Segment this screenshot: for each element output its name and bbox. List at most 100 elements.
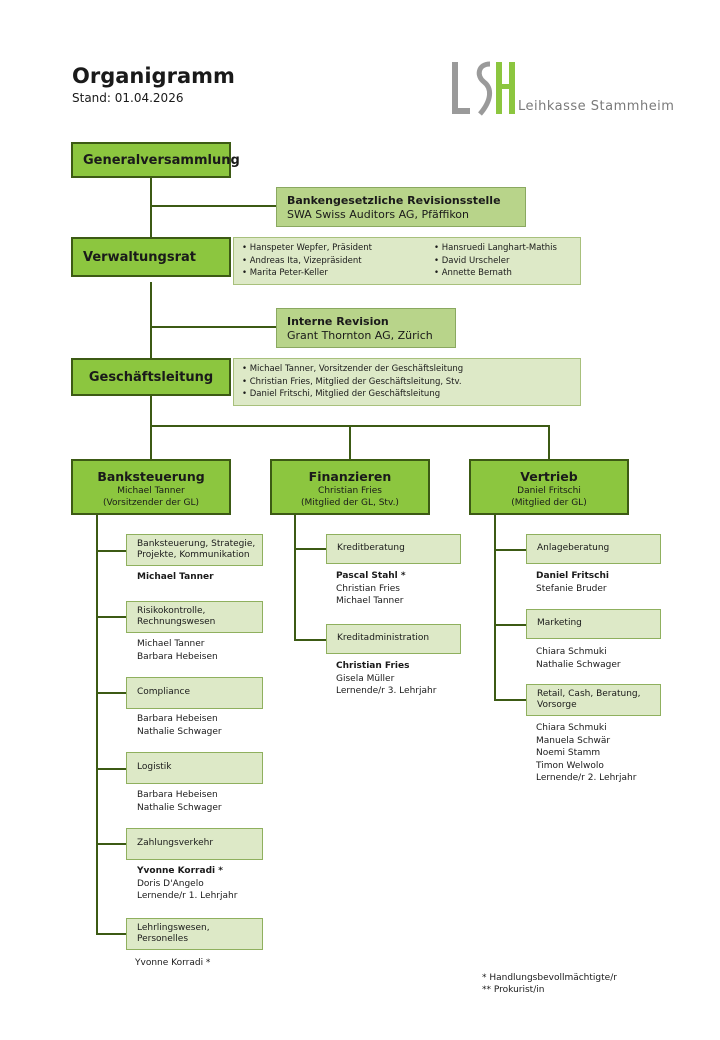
- connector-unit: [294, 548, 326, 550]
- page-title: Organigramm: [72, 64, 235, 88]
- revisionsstelle-title: Bankengesetzliche Revisionsstelle: [287, 194, 501, 207]
- page-date: Stand: 01.04.2026: [72, 91, 184, 105]
- department-head: Michael Tanner: [117, 486, 185, 496]
- member: Marita Peter-Keller: [242, 267, 372, 280]
- connector-trunk: [150, 176, 152, 238]
- geschaeftsleitung-members-box: Michael Tanner, Vorsitzender der Geschäf…: [233, 358, 581, 406]
- connector-interne: [150, 326, 276, 328]
- unit-staff: Barbara Hebeisen: [137, 714, 218, 724]
- unit-box: Risikokontrolle, Rechnungswesen: [126, 601, 263, 633]
- unit-lead: Pascal Stahl *: [336, 571, 406, 581]
- unit-box: Zahlungsverkehr: [126, 828, 263, 860]
- unit-label: Marketing: [537, 618, 582, 629]
- unit-staff: Nathalie Schwager: [536, 659, 621, 670]
- unit-box: Compliance: [126, 677, 263, 709]
- unit-lead: Yvonne Korradi *: [137, 866, 223, 876]
- revisionsstelle-name: SWA Swiss Auditors AG, Pfäffikon: [287, 207, 470, 221]
- connector-unit: [96, 933, 126, 935]
- unit-label: Banksteuerung, Strategie, Projekte, Komm…: [137, 538, 256, 560]
- unit-people: Pascal Stahl * Christian Fries Michael T…: [336, 570, 406, 608]
- connector-trunk-3: [150, 396, 152, 426]
- department-role: (Mitglied der GL, Stv.): [301, 497, 399, 508]
- unit-people: Chiara Schmuki Manuela Schwär Noemi Stam…: [536, 722, 636, 785]
- unit-people: Barbara Hebeisen Nathalie Schwager: [137, 713, 222, 738]
- unit-people: Daniel Fritschi Stefanie Bruder: [536, 570, 609, 595]
- member: Daniel Fritschi, Mitglied der Geschäftsl…: [242, 388, 572, 401]
- unit-box: Retail, Cash, Beratung, Vorsorge: [526, 684, 661, 716]
- unit-staff: Gisela Müller: [336, 673, 395, 684]
- unit-staff: Manuela Schwär: [536, 735, 611, 746]
- member: Annette Bernath: [434, 267, 557, 280]
- unit-staff: Lernende/r 3. Lehrjahr: [336, 686, 437, 696]
- connector-col1: [96, 515, 98, 935]
- revisionsstelle-box: Bankengesetzliche Revisionsstelle SWA Sw…: [276, 187, 526, 227]
- unit-label: Anlageberatung: [537, 543, 610, 554]
- unit-staff: Chiara Schmuki: [536, 647, 607, 657]
- department-finanzieren: Finanzieren Christian Fries (Mitglied de…: [270, 459, 430, 515]
- unit-label: Retail, Cash, Beratung, Vorsorge: [537, 688, 641, 710]
- unit-people: Christian Fries Gisela Müller Lernende/r…: [336, 660, 436, 698]
- generalversammlung-box: Generalversammlung: [71, 142, 240, 178]
- unit-staff: Barbara Hebeisen: [137, 790, 218, 800]
- generalversammlung-label: Generalversammlung: [83, 152, 240, 168]
- unit-people: Yvonne Korradi *: [135, 957, 210, 970]
- unit-people: Barbara Hebeisen Nathalie Schwager: [137, 789, 222, 814]
- unit-people: Michael Tanner Barbara Hebeisen: [137, 638, 218, 663]
- unit-box: Banksteuerung, Strategie, Projekte, Komm…: [126, 534, 263, 566]
- connector-unit: [494, 624, 526, 626]
- unit-box: Anlageberatung: [526, 534, 661, 564]
- verwaltungsrat-box: Verwaltungsrat: [71, 237, 231, 277]
- connector-dept-1: [150, 425, 152, 459]
- unit-staff: Chiara Schmuki: [536, 723, 607, 733]
- department-role: (Mitglied der GL): [511, 497, 587, 508]
- unit-staff: Yvonne Korradi *: [135, 958, 211, 968]
- footnote: * Handlungsbevollmächtigte/r: [482, 973, 617, 983]
- connector-col3: [494, 515, 496, 701]
- connector-unit: [96, 550, 126, 552]
- unit-staff: Lernende/r 2. Lehrjahr: [536, 773, 637, 783]
- connector-unit: [494, 699, 526, 701]
- department-title: Vertrieb: [520, 469, 578, 484]
- geschaeftsleitung-members: Michael Tanner, Vorsitzender der Geschäf…: [242, 363, 572, 401]
- unit-staff: Michael Tanner: [336, 596, 404, 606]
- footnotes: * Handlungsbevollmächtigte/r ** Prokuris…: [482, 972, 617, 996]
- unit-box: Marketing: [526, 609, 661, 639]
- unit-label: Logistik: [137, 762, 172, 773]
- verwaltungsrat-label: Verwaltungsrat: [83, 249, 196, 265]
- verwaltungsrat-members-left: Hanspeter Wepfer, Präsident Andreas Ita,…: [242, 242, 372, 280]
- connector-unit: [96, 616, 126, 618]
- unit-staff: Nathalie Schwager: [137, 726, 222, 737]
- unit-staff: Doris D'Angelo: [137, 878, 204, 889]
- unit-staff: Nathalie Schwager: [137, 802, 222, 813]
- unit-staff: Michael Tanner: [137, 639, 205, 649]
- unit-box: Logistik: [126, 752, 263, 784]
- connector-trunk-2: [150, 282, 152, 358]
- verwaltungsrat-members-box: Hanspeter Wepfer, Präsident Andreas Ita,…: [233, 237, 581, 285]
- unit-label: Kreditadministration: [337, 633, 430, 644]
- unit-label: Lehrlingswesen, Personelles: [137, 922, 210, 944]
- unit-people: Chiara Schmuki Nathalie Schwager: [536, 646, 621, 671]
- department-role: (Vorsitzender der GL): [103, 497, 199, 508]
- department-banksteuerung: Banksteuerung Michael Tanner (Vorsitzend…: [71, 459, 231, 515]
- connector-dept-3: [548, 425, 550, 459]
- unit-label: Kreditberatung: [337, 543, 405, 554]
- member: Hansruedi Langhart-Mathis: [434, 242, 557, 255]
- unit-staff: Timon Welwolo: [536, 760, 604, 771]
- unit-box: Kreditberatung: [326, 534, 461, 564]
- department-vertrieb: Vertrieb Daniel Fritschi (Mitglied der G…: [469, 459, 629, 515]
- company-name: Leihkasse Stammheim: [518, 99, 675, 114]
- member: Michael Tanner, Vorsitzender der Geschäf…: [242, 363, 572, 376]
- member: David Urscheler: [434, 255, 557, 268]
- member: Hanspeter Wepfer, Präsident: [242, 242, 372, 255]
- connector-unit: [96, 843, 126, 845]
- connector-unit: [494, 549, 526, 551]
- unit-box: Kreditadministration: [326, 624, 461, 654]
- interne-revision-box: Interne Revision Grant Thornton AG, Züri…: [276, 308, 456, 348]
- company-logo: [452, 61, 515, 116]
- interne-revision-title: Interne Revision: [287, 315, 389, 328]
- connector-dept-2: [349, 425, 351, 459]
- unit-staff: Noemi Stamm: [536, 748, 601, 758]
- connector-unit: [96, 768, 126, 770]
- connector-col2: [294, 515, 296, 641]
- geschaeftsleitung-box: Geschäftsleitung: [71, 358, 231, 396]
